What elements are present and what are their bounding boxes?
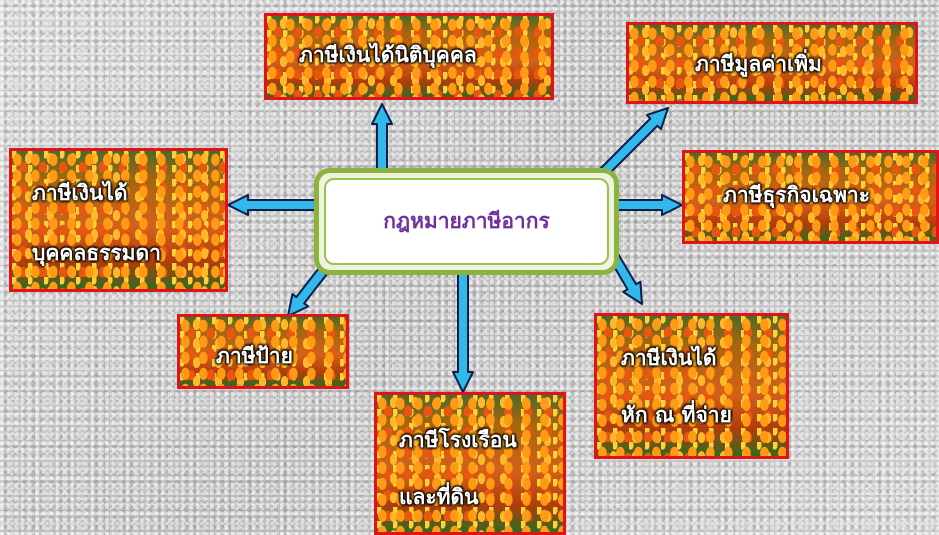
node-signboard-tax: ภาษีป้าย bbox=[177, 314, 349, 389]
node-house-and-land-tax-line1: ภาษีโรงเรือน bbox=[399, 427, 517, 452]
node-corporate-income-tax-label: ภาษีเงินได้นิติบุคคล bbox=[299, 42, 477, 67]
arrow-to-value-added-tax bbox=[593, 107, 669, 183]
node-value-added-tax: ภาษีมูลค่าเพิ่ม bbox=[626, 22, 918, 104]
node-corporate-income-tax: ภาษีเงินได้นิติบุคคล bbox=[264, 13, 554, 100]
node-personal-income-tax: ภาษีเงินได้ บุคคลธรรมดา bbox=[9, 148, 228, 292]
arrow-to-specific-business-tax bbox=[611, 194, 683, 216]
node-specific-business-tax-label: ภาษีธุรกิจเฉพาะ bbox=[723, 182, 870, 207]
node-signboard-tax-label: ภาษีป้าย bbox=[216, 343, 293, 368]
node-personal-income-tax-line1: ภาษีเงินได้ bbox=[32, 180, 128, 205]
central-topic-inner: กฎหมายภาษีอากร bbox=[324, 178, 609, 265]
node-specific-business-tax: ภาษีธุรกิจเฉพาะ bbox=[682, 150, 939, 244]
arrow-to-personal-income-tax bbox=[227, 194, 319, 216]
node-house-and-land-tax: ภาษีโรงเรือน และที่ดิน bbox=[374, 392, 566, 535]
arrow-to-corporate-income-tax bbox=[371, 103, 393, 173]
node-value-added-tax-label: ภาษีมูลค่าเพิ่ม bbox=[695, 51, 822, 76]
node-withholding-tax-line2: หัก ณ ที่จ่าย bbox=[621, 402, 732, 427]
node-house-and-land-tax-line2: และที่ดิน bbox=[399, 484, 479, 509]
node-personal-income-tax-line2: บุคคลธรรมดา bbox=[32, 240, 161, 265]
central-topic-title: กฎหมายภาษีอากร bbox=[383, 208, 550, 233]
arrow-to-house-and-land-tax bbox=[452, 269, 474, 393]
node-withholding-tax: ภาษีเงินได้ หัก ณ ที่จ่าย bbox=[594, 313, 789, 459]
node-withholding-tax-line1: ภาษีเงินได้ bbox=[621, 345, 717, 370]
central-topic-box: กฎหมายภาษีอากร bbox=[314, 168, 619, 275]
